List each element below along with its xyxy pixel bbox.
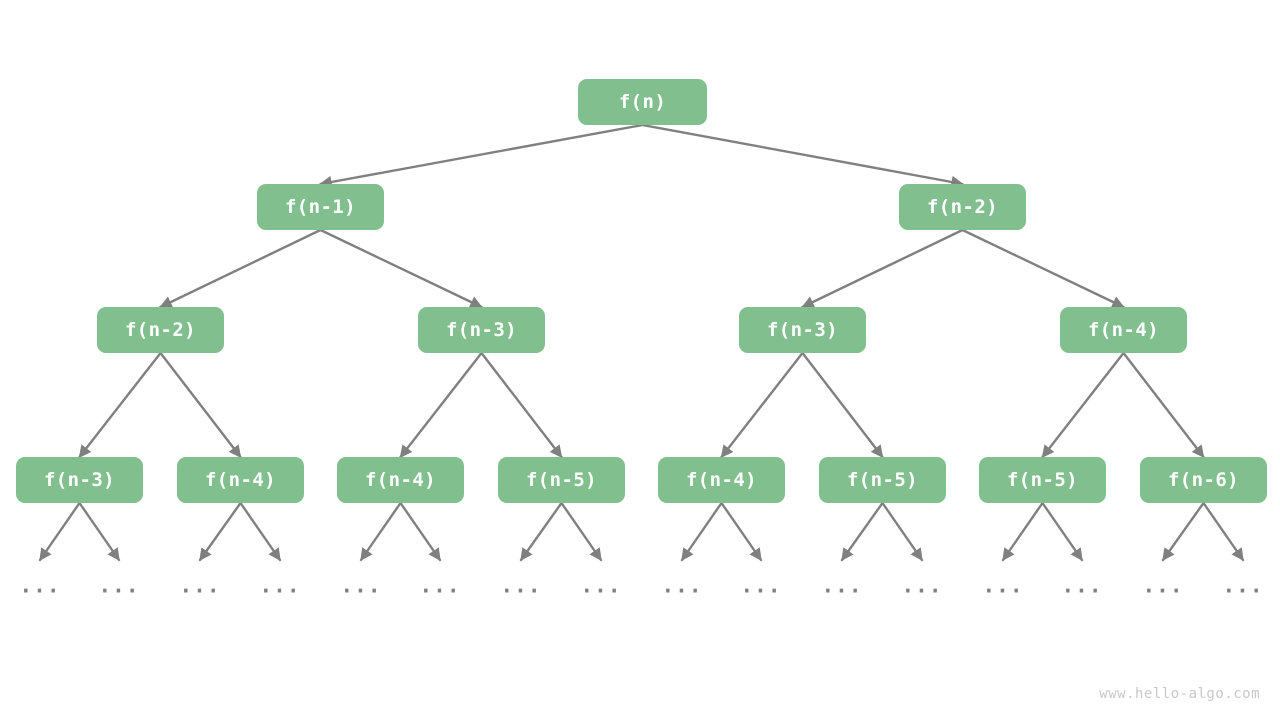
tree-node: f(n-2) <box>97 307 224 353</box>
leaf-edge <box>78 501 121 562</box>
tree-edge <box>159 351 242 459</box>
tree-edge <box>641 123 964 189</box>
ellipsis-marker: ... <box>98 573 140 598</box>
ellipsis-marker: ... <box>1222 573 1264 598</box>
tree-node: f(n) <box>578 79 707 125</box>
ellipsis-marker: ... <box>740 573 782 598</box>
leaf-edge <box>1202 501 1245 562</box>
tree-edge <box>399 351 483 459</box>
tree-edge <box>801 228 964 309</box>
tree-node: f(n-6) <box>1140 457 1267 503</box>
tree-edge <box>159 228 322 309</box>
leaf-edge <box>198 501 242 562</box>
ellipsis-marker: ... <box>982 573 1024 598</box>
leaf-edges <box>38 501 1245 562</box>
tree-node: f(n-5) <box>979 457 1106 503</box>
tree-node: f(n-5) <box>498 457 625 503</box>
leaf-edge <box>720 501 763 562</box>
tree-edges <box>78 123 1205 459</box>
tree-edge <box>319 123 644 189</box>
tree-node: f(n-4) <box>658 457 785 503</box>
ellipsis-marker: ... <box>500 573 542 598</box>
tree-node: f(n-3) <box>739 307 866 353</box>
leaf-edge <box>1001 501 1044 562</box>
tree-edge <box>480 351 563 459</box>
watermark: www.hello-algo.com <box>1099 686 1260 702</box>
leaf-edge <box>1161 501 1205 562</box>
ellipsis-marker: ... <box>580 573 622 598</box>
tree-edge <box>961 228 1125 309</box>
leaf-edge <box>881 501 924 562</box>
ellipsis-marker: ... <box>340 573 382 598</box>
ellipsis-marker: ... <box>259 573 301 598</box>
tree-node: f(n-5) <box>819 457 946 503</box>
tree-edge <box>801 351 884 459</box>
tree-edge <box>78 351 162 459</box>
tree-node: f(n-4) <box>337 457 464 503</box>
leaf-edge <box>680 501 723 562</box>
ellipsis-marker: ... <box>1061 573 1103 598</box>
ellipsis-marker: ... <box>1142 573 1184 598</box>
leaf-edge <box>38 501 81 562</box>
tree-edge <box>720 351 804 459</box>
leaf-edge <box>1041 501 1084 562</box>
tree-edge <box>319 228 483 309</box>
tree-node: f(n-4) <box>1060 307 1187 353</box>
leaf-edge <box>560 501 603 562</box>
leaf-edge <box>399 501 442 562</box>
leaf-edge <box>519 501 563 562</box>
ellipsis-marker: ... <box>901 573 943 598</box>
ellipsis-marker: ... <box>19 573 61 598</box>
tree-node: f(n-1) <box>257 184 384 230</box>
tree-node: f(n-2) <box>899 184 1026 230</box>
tree-node: f(n-3) <box>418 307 545 353</box>
tree-edge <box>1122 351 1205 459</box>
tree-node: f(n-3) <box>16 457 143 503</box>
leaf-edge <box>359 501 402 562</box>
ellipsis-marker: ... <box>419 573 461 598</box>
ellipsis-marker: ... <box>821 573 863 598</box>
ellipsis-marker: ... <box>179 573 221 598</box>
tree-edge <box>1041 351 1125 459</box>
leaf-edge <box>239 501 282 562</box>
ellipsis-marker: ... <box>661 573 703 598</box>
tree-node: f(n-4) <box>177 457 304 503</box>
leaf-edge <box>840 501 884 562</box>
